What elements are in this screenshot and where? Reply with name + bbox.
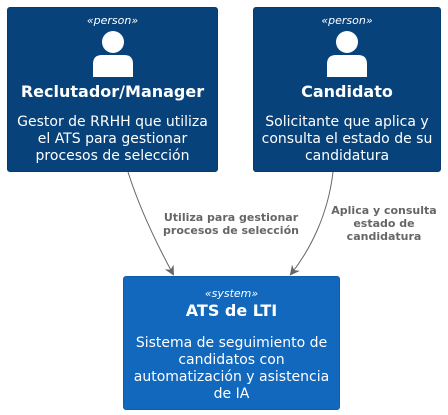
person-stereotype: «person» bbox=[86, 14, 139, 27]
node-title: ATS de LTI bbox=[185, 301, 278, 320]
system-ats-de-lti: «system» ATS de LTI Sistema de seguimien… bbox=[123, 276, 340, 410]
person-candidate: «person» Candidato Solicitante que aplic… bbox=[253, 7, 441, 172]
person-stereotype: «person» bbox=[321, 14, 373, 27]
node-title: Reclutador/Manager bbox=[20, 82, 205, 101]
edge-label-candidate-to-ats: Aplica y consulta estado de candidatura bbox=[331, 204, 437, 243]
person-icon bbox=[327, 31, 367, 77]
node-description: Solicitante que aplica y consulta el est… bbox=[261, 114, 433, 164]
person-icon bbox=[92, 31, 133, 77]
node-description: Sistema de seguimiento de candidatos con… bbox=[133, 335, 330, 402]
edge-label-recruiter-to-ats: Utiliza para gestionar procesos de selec… bbox=[163, 211, 299, 237]
system-stereotype: «system» bbox=[204, 287, 259, 300]
person-recruiter-manager: «person» Reclutador/Manager Gestor de RR… bbox=[7, 7, 218, 172]
node-title: Candidato bbox=[301, 82, 393, 101]
arrow-recruiter-to-ats bbox=[127, 171, 174, 276]
node-description: Gestor de RRHH que utiliza el ATS para g… bbox=[17, 114, 208, 164]
arrow-candidate-to-ats bbox=[289, 171, 334, 276]
